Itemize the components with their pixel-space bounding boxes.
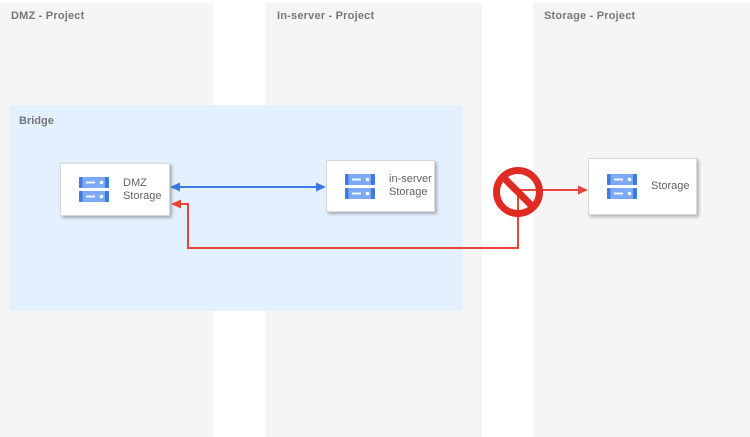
node-in-server-storage[interactable]: in-server Storage <box>326 160 435 212</box>
node-label-line2: Storage <box>123 189 162 202</box>
node-label-line1: in-server <box>389 173 432 185</box>
storage-icon <box>345 173 375 199</box>
project-column-dmz-title: DMZ - Project <box>11 10 85 22</box>
node-label-line2: Storage <box>389 186 428 198</box>
node-label-line1: DMZ <box>123 176 147 189</box>
project-column-in-server-title: In-server - Project <box>277 10 375 22</box>
node-label: DMZ Storage <box>123 177 162 203</box>
project-column-storage-title: Storage - Project <box>544 10 636 22</box>
node-label: Storage <box>651 180 690 192</box>
node-storage[interactable]: Storage <box>588 158 697 215</box>
storage-icon <box>607 174 637 199</box>
project-column-storage: Storage - Project <box>533 3 750 437</box>
node-dmz-storage[interactable]: DMZ Storage <box>60 163 170 216</box>
storage-icon <box>79 177 109 202</box>
node-label: in-server Storage <box>389 173 432 199</box>
bridge-zone-title: Bridge <box>19 115 54 127</box>
